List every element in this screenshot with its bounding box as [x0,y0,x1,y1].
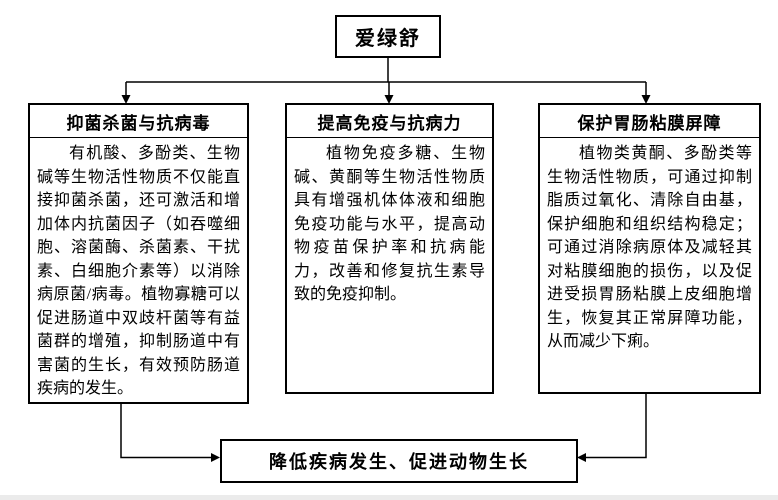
branch-antibacterial-body: 有机酸、多酚类、生物碱等生物活性物质不仅能直接抑菌杀菌，还可激活和增加体内抗菌因… [37,145,240,397]
connector-right-to-outcome [586,394,647,459]
branch-immunity-title: 提高免疫与抗病力 [287,105,492,138]
node-branch-mucosa: 保护胃肠粘膜屏障 植物类黄酮、多酚类等生物活性物质，可通过抑制脂质过氧化、清除自… [538,103,761,394]
page-bottom-edge [0,495,778,500]
branch-mucosa-body: 植物类黄酮、多酚类等生物活性物质，可通过抑制脂质过氧化、清除自由基，保护细胞和组… [547,145,752,350]
node-outcome-label: 降低疾病发生、促进动物生长 [269,452,529,472]
branch-mucosa-title: 保护胃肠粘膜屏障 [540,105,759,138]
arrowhead-into-outcome-right-icon [577,453,586,462]
node-root: 爱绿舒 [335,15,441,58]
node-branch-immunity: 提高免疫与抗病力 植物免疫多糖、生物碱、黄酮等生物活性物质具有增强机体体液和细胞… [285,103,494,394]
branch-antibacterial-title: 抑菌杀菌与抗病毒 [30,105,247,138]
node-outcome: 降低疾病发生、促进动物生长 [220,439,578,483]
node-root-label: 爱绿舒 [355,28,421,50]
arrowhead-into-outcome-left-icon [211,453,220,462]
connector-left-to-outcome [120,404,211,459]
branch-immunity-body: 植物免疫多糖、生物碱、黄酮等生物活性物质具有增强机体体液和细胞免疫功能与水平，提… [294,145,485,303]
node-branch-antibacterial: 抑菌杀菌与抗病毒 有机酸、多酚类、生物碱等生物活性物质不仅能直接抑菌杀菌，还可激… [28,103,249,404]
